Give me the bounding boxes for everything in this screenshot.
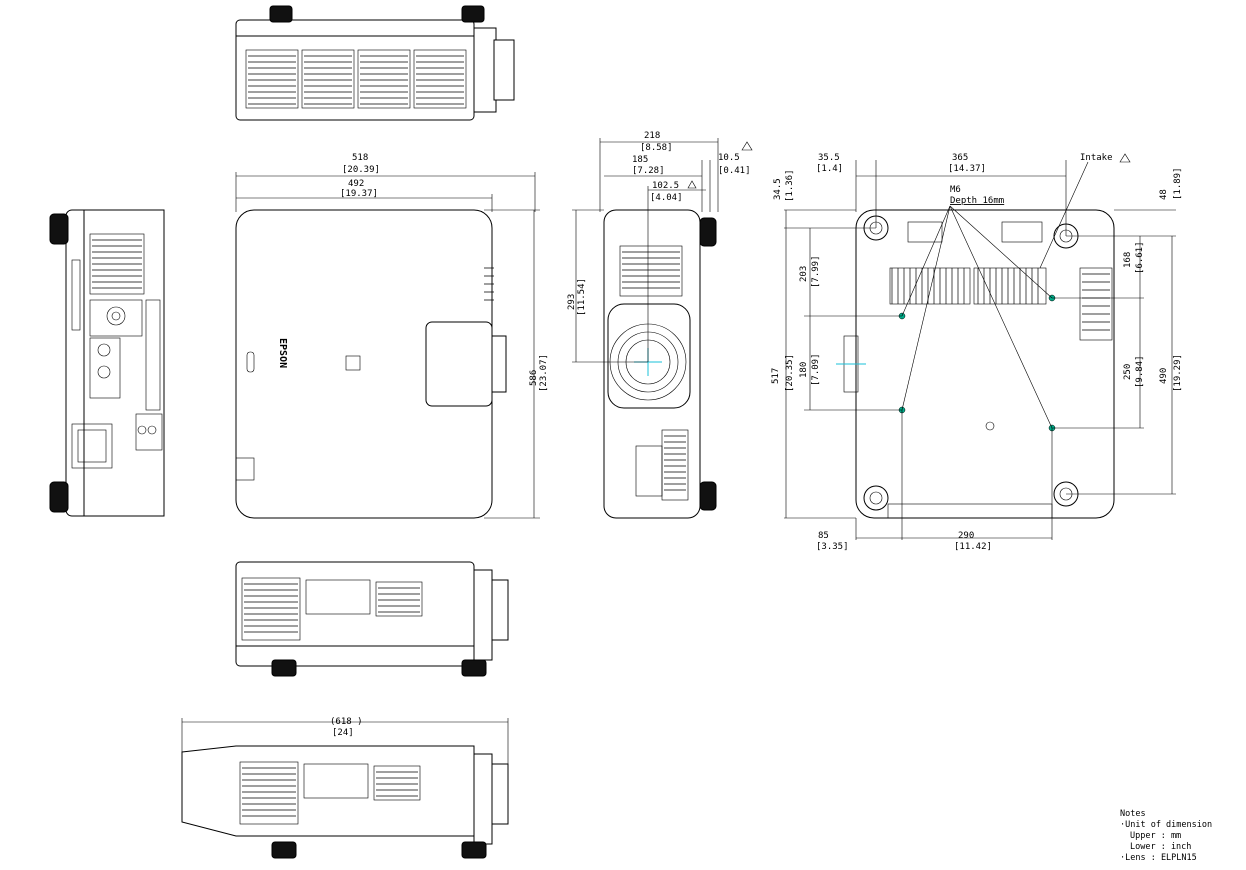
h517-mm: 517 bbox=[771, 368, 781, 384]
h517-in: [20.35] bbox=[785, 354, 795, 392]
h180-in: [7.09] bbox=[811, 353, 821, 386]
bottom-top-offset-mm: 34.5 bbox=[773, 178, 783, 200]
front-offset-mm: 10.5 bbox=[718, 153, 740, 163]
mount-label: M6 bbox=[950, 185, 961, 195]
h168-mm: 168 bbox=[1123, 252, 1133, 268]
front-view bbox=[572, 138, 753, 519]
front-w2-mm: 185 bbox=[632, 155, 648, 165]
notes-title: Notes bbox=[1120, 809, 1146, 819]
bottom-right-offset-in: [1.89] bbox=[1173, 167, 1183, 200]
front-height-in: [11.54] bbox=[577, 278, 587, 316]
front-lens-in: [4.04] bbox=[650, 193, 683, 203]
top-view bbox=[235, 172, 540, 519]
top-elevation-view bbox=[235, 5, 515, 121]
h203-in: [7.99] bbox=[811, 255, 821, 288]
h250-in: [9.84] bbox=[1135, 355, 1145, 388]
notes-line-1: ·Unit of dimension bbox=[1120, 820, 1212, 830]
h490-mm: 490 bbox=[1159, 368, 1169, 384]
side-length-in: [24] bbox=[332, 728, 354, 738]
bottom-left-offset-mm: 35.5 bbox=[818, 153, 840, 163]
h203-mm: 203 bbox=[799, 266, 809, 282]
front-lens-mm: 102.5 bbox=[652, 181, 679, 191]
notes-line-2: Upper : mm bbox=[1130, 831, 1181, 841]
top-width-in: [20.39] bbox=[342, 165, 380, 175]
top-depth-mm: 586 bbox=[529, 370, 539, 386]
b85-in: [3.35] bbox=[816, 542, 849, 552]
bottom-span-in: [14.37] bbox=[948, 164, 986, 174]
front-width-mm: 218 bbox=[644, 131, 660, 141]
rear-panel-view bbox=[49, 209, 165, 517]
h490-in: [19.29] bbox=[1173, 354, 1183, 392]
top-body-mm: 492 bbox=[348, 179, 364, 189]
notes-block: Notes ·Unit of dimension Upper : mm Lowe… bbox=[1120, 809, 1212, 863]
side-view bbox=[235, 561, 509, 677]
side-view-with-lens bbox=[181, 718, 509, 859]
brand-logo-text: EPSON bbox=[277, 338, 288, 368]
top-depth-in: [23.07] bbox=[539, 354, 549, 392]
intake-label: Intake bbox=[1080, 153, 1113, 163]
bottom-right-offset-mm: 48 bbox=[1159, 189, 1169, 200]
h250-mm: 250 bbox=[1123, 364, 1133, 380]
notes-line-4: ·Lens : ELPLN15 bbox=[1120, 853, 1197, 863]
front-height-mm: 293 bbox=[567, 294, 577, 310]
b85-mm: 85 bbox=[818, 531, 829, 541]
bottom-top-offset-in: [1.36] bbox=[785, 169, 795, 202]
h168-in: [6.61] bbox=[1135, 241, 1145, 274]
b290-mm: 290 bbox=[958, 531, 974, 541]
h180-mm: 180 bbox=[799, 362, 809, 378]
top-body-in: [19.37] bbox=[340, 189, 378, 199]
front-width-in: [8.58] bbox=[640, 143, 673, 153]
side-length-mm: (618 ) bbox=[330, 717, 363, 727]
top-width-mm: 518 bbox=[352, 153, 368, 163]
bottom-view bbox=[784, 153, 1176, 540]
notes-line-3: Lower : inch bbox=[1130, 842, 1191, 852]
mount-depth-label: Depth 16mm bbox=[950, 196, 1004, 206]
bottom-span-mm: 365 bbox=[952, 153, 968, 163]
front-offset-in: [0.41] bbox=[718, 166, 751, 176]
b290-in: [11.42] bbox=[954, 542, 992, 552]
bottom-left-offset-in: [1.4] bbox=[816, 164, 843, 174]
front-w2-in: [7.28] bbox=[632, 166, 665, 176]
